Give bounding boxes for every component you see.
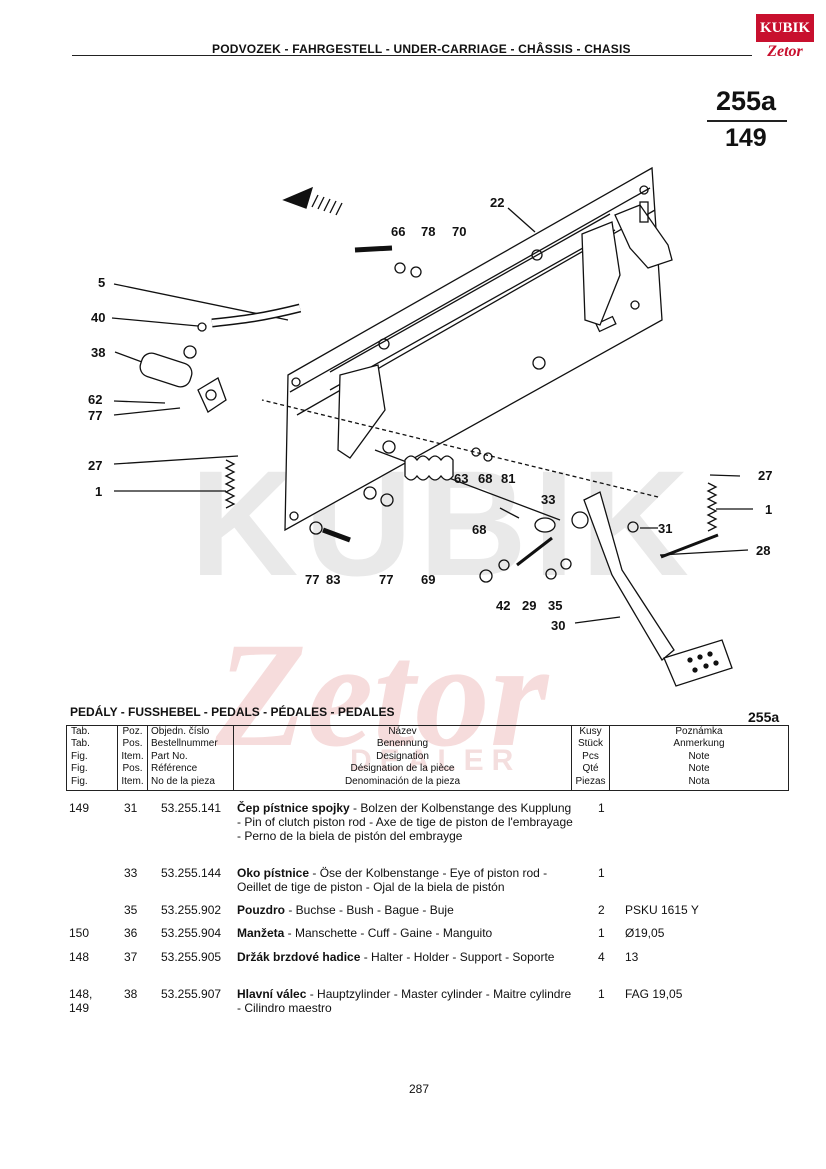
callout-30: 30 <box>551 618 565 633</box>
row-pos: 36 <box>124 926 138 940</box>
callout-70: 70 <box>452 224 466 239</box>
callout-68b: 68 <box>472 522 486 537</box>
callout-33: 33 <box>541 492 555 507</box>
callout-66: 66 <box>391 224 405 239</box>
row-part-number: 53.255.907 <box>161 987 222 1001</box>
row-description: Držák brzdové hadice - Halter - Holder -… <box>237 950 555 964</box>
page-ref-bottom: 149 <box>725 124 767 152</box>
row-qty: 2 <box>598 903 605 917</box>
row-description: Čep pístnice spojky - Bolzen der Kolbens… <box>237 801 573 843</box>
callout-31: 31 <box>658 521 672 536</box>
callout-42: 42 <box>496 598 510 613</box>
page-number: 287 <box>409 1082 430 1096</box>
row-tab: 150 <box>69 926 90 940</box>
row-pos: 37 <box>124 950 138 964</box>
callout-1: 1 <box>95 484 102 499</box>
row-description: Hlavní válec - Hauptzylinder - Master cy… <box>237 987 572 1015</box>
callout-63: 63 <box>454 471 468 486</box>
callout-78: 78 <box>421 224 435 239</box>
row-pos: 38 <box>124 987 138 1001</box>
frame-plate <box>284 166 663 532</box>
row-description: Manžeta - Manschette - Cuff - Gaine - Ma… <box>237 926 493 940</box>
callout-35: 35 <box>548 598 562 613</box>
page-ref-top: 255a <box>716 86 777 116</box>
callout-77b: 77 <box>305 572 319 587</box>
row-part-number: 53.255.902 <box>161 903 222 917</box>
kubik-zetor-logo: KUBIK Zetor <box>756 14 814 70</box>
pedal-assembly-diagram: 5 40 38 62 77 27 1 66 78 70 22 63 68 81 … <box>88 166 772 687</box>
callout-83: 83 <box>326 572 340 587</box>
section-code: 255a <box>748 709 780 725</box>
section-title: PEDÁLY - FUSSHEBEL - PEDALS - PÉDALES - … <box>70 705 395 719</box>
logo-kubik-text: KUBIK <box>756 14 814 42</box>
row-pos: 35 <box>124 903 138 917</box>
callout-77c: 77 <box>379 572 393 587</box>
row-qty: 1 <box>598 926 605 940</box>
row-tab: 148 <box>69 950 90 964</box>
row-qty: 1 <box>598 987 605 1001</box>
page-header-title: PODVOZEK - FAHRGESTELL - UNDER-CARRIAGE … <box>212 42 631 56</box>
callout-28: 28 <box>756 543 770 558</box>
row-qty: 1 <box>598 801 605 815</box>
callout-69: 69 <box>421 572 435 587</box>
callout-29: 29 <box>522 598 536 613</box>
row-part-number: 53.255.905 <box>161 950 222 964</box>
callout-22: 22 <box>490 195 504 210</box>
callout-27b: 27 <box>758 468 772 483</box>
row-tab: 148, 149 <box>69 987 93 1015</box>
header-tab-col: Tab.Tab.Fig.Fig.Fig. <box>67 726 118 790</box>
page-ref-divider <box>707 120 787 122</box>
header-rule <box>72 55 752 56</box>
row-part-number: 53.255.904 <box>161 926 222 940</box>
header-pos-col: Poz.Pos.Item.Pos.Item. <box>118 726 148 790</box>
row-note: Ø19,05 <box>625 926 665 940</box>
row-pos: 31 <box>124 801 138 815</box>
callout-27: 27 <box>88 458 102 473</box>
row-description: Oko pístnice - Öse der Kolbenstange - Ey… <box>237 866 548 894</box>
callout-77: 77 <box>88 408 102 423</box>
callout-1b: 1 <box>765 502 772 517</box>
callout-81: 81 <box>501 471 515 486</box>
callout-62: 62 <box>88 392 102 407</box>
parts-table-header: Tab.Tab.Fig.Fig.Fig. Poz.Pos.Item.Pos.It… <box>66 725 789 791</box>
direction-arrow-icon <box>282 186 343 216</box>
row-part-number: 53.255.141 <box>161 801 222 815</box>
logo-zetor-text: Zetor <box>767 43 803 60</box>
row-qty: 4 <box>598 950 605 964</box>
row-description: Pouzdro - Buchse - Bush - Bague - Buje <box>237 903 454 917</box>
callout-labels: 5 40 38 62 77 27 1 66 78 70 22 63 68 81 … <box>88 195 772 633</box>
row-note: FAG 19,05 <box>625 987 683 1001</box>
callout-38: 38 <box>91 345 105 360</box>
row-qty: 1 <box>598 866 605 880</box>
row-note: 13 <box>625 950 639 964</box>
row-pos: 33 <box>124 866 138 880</box>
callout-40: 40 <box>91 310 105 325</box>
callout-5: 5 <box>98 275 105 290</box>
row-note: PSKU 1615 Y <box>625 903 699 917</box>
row-tab: 149 <box>69 801 90 815</box>
row-part-number: 53.255.144 <box>161 866 222 880</box>
callout-68: 68 <box>478 471 492 486</box>
